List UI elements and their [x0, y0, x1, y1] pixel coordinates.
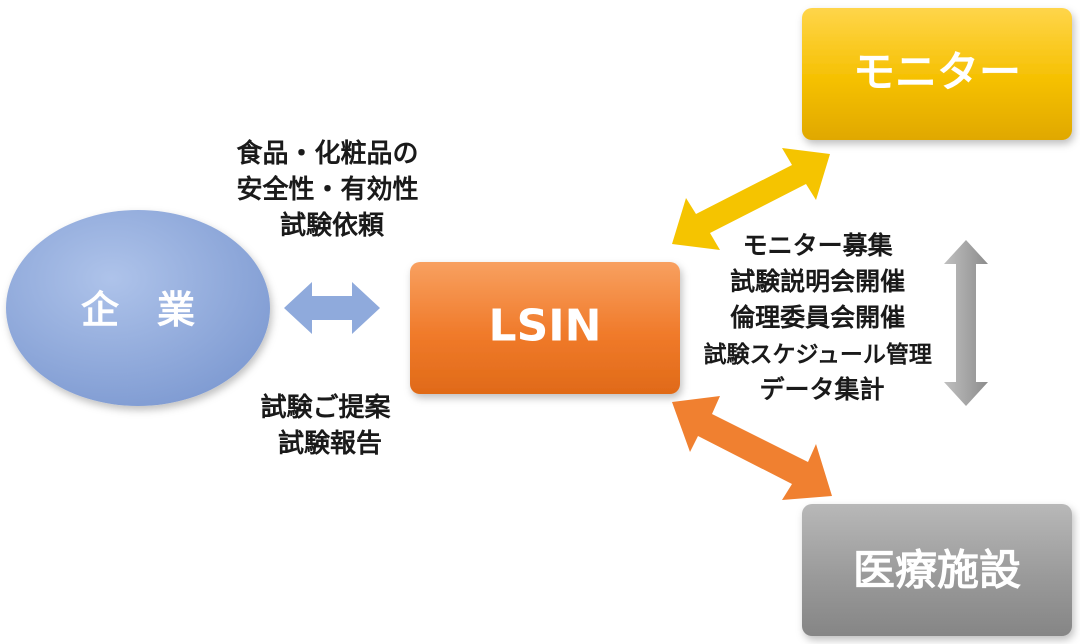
proposal-note-line: 試験報告 — [278, 428, 382, 459]
services-note-line: データ集計 — [759, 375, 884, 404]
services-gray-arrow — [944, 240, 988, 406]
request-note: 食品・化粧品の 安全性・有効性 試験依頼 — [236, 138, 427, 241]
services-note-line: 試験説明会開催 — [730, 267, 905, 296]
monitor-node: モニター — [802, 8, 1072, 140]
monitor-label: モニター — [853, 48, 1021, 97]
company-ellipse — [6, 210, 270, 406]
company-label: 企 業 — [81, 288, 195, 332]
lsin-monitor-arrow — [672, 148, 830, 250]
services-note: モニター募集 試験説明会開催 倫理委員会開催 試験スケジュール管理 データ集計 — [703, 231, 940, 404]
request-note-line: 食品・化粧品の — [236, 138, 418, 169]
services-note-line: 試験スケジュール管理 — [703, 341, 931, 368]
lsin-medical-arrow — [672, 396, 832, 500]
lsin-node: LSIN — [410, 262, 680, 394]
medical-box — [802, 504, 1072, 636]
lsin-label: LSIN — [489, 301, 602, 352]
medical-label: 医療施設 — [853, 546, 1021, 595]
monitor-box — [802, 8, 1072, 140]
company-node: 企 業 — [6, 210, 270, 406]
lsin-box — [410, 262, 680, 394]
proposal-note-line: 試験ご提案 — [260, 392, 391, 423]
company-lsin-arrow — [284, 282, 380, 334]
medical-node: 医療施設 — [802, 504, 1072, 636]
request-note-line: 試験依頼 — [280, 210, 385, 241]
services-note-line: 倫理委員会開催 — [730, 303, 905, 332]
services-note-line: モニター募集 — [743, 231, 894, 260]
request-note-line: 安全性・有効性 — [236, 174, 418, 205]
proposal-note: 試験ご提案 試験報告 — [260, 392, 399, 459]
